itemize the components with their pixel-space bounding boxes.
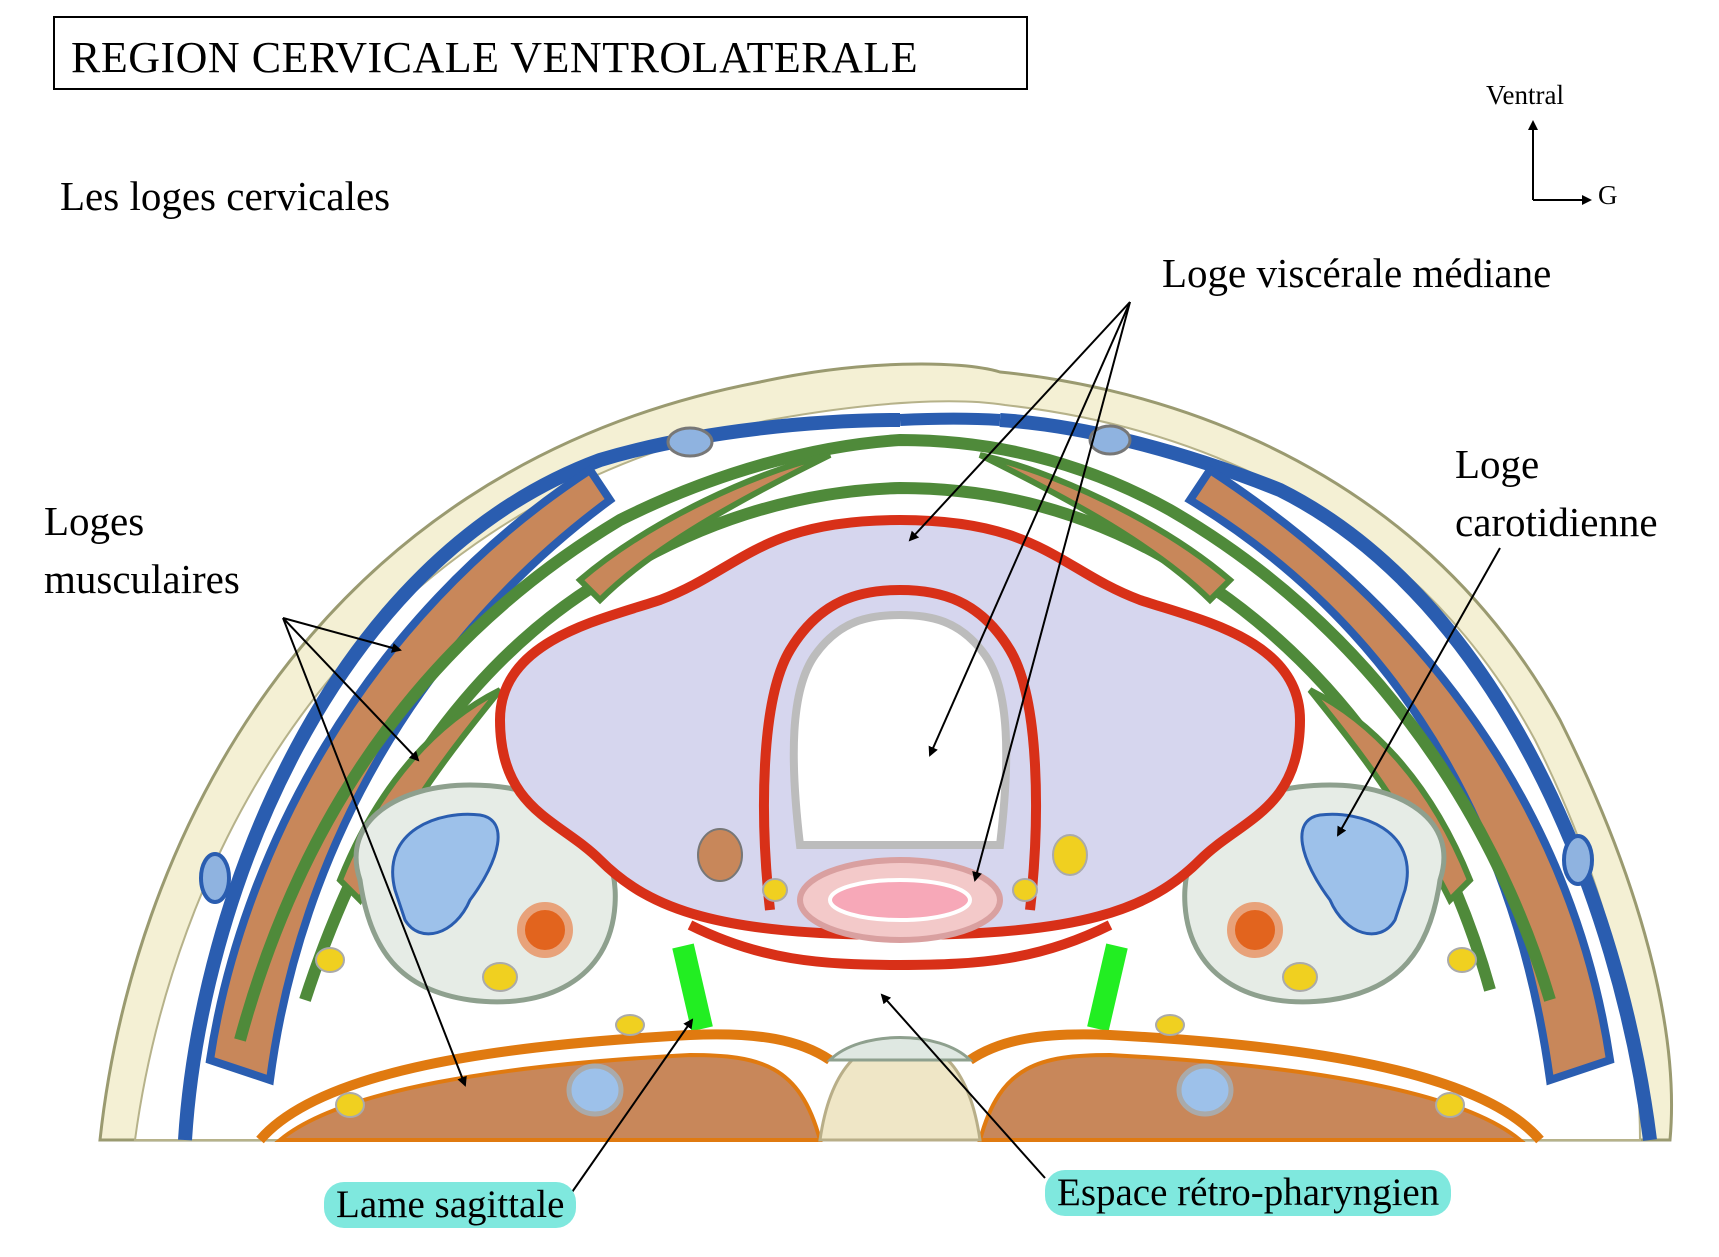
lame-sagittale-left [672,943,713,1032]
label-loge-carotidienne-line1: Loge [1455,441,1540,487]
vertebral-vessel-right [1176,1063,1234,1117]
vessel-jugular-anterior-left [666,426,714,458]
carotid-sheath-right [1182,782,1447,1005]
vessel-ext-jugular-left [199,852,231,904]
visceral-posterior-border [687,920,1113,971]
middle-fascia-outer [234,433,1556,1042]
label-loge-carotidienne-line2: carotidienne [1455,499,1658,545]
orientation-left-label: G [1598,180,1618,210]
label-espace-retro-pharyngien: Espace rétro-pharyngien [1045,1170,1452,1216]
annotation-arrows [282,301,1501,1196]
label-lame-sagittale: Lame sagittale [324,1182,577,1228]
lame-sagittale-right [1087,943,1128,1032]
deep-nerve-left [615,1014,645,1036]
vessel-ext-jugular-right [1562,834,1594,886]
deep-nerve-right-3 [1447,947,1477,973]
title-box: REGION CERVICALE VENTROLATERALE [53,16,1028,90]
page-title: REGION CERVICALE VENTROLATERALE [71,33,919,82]
vessel-jugular-anterior-right [1088,424,1132,456]
deep-nerve-left-2 [335,1092,365,1118]
subtitle: Les loges cervicales [60,173,391,219]
parathyroid-left [697,828,743,882]
parathyroid-right [1052,834,1088,876]
muscle-infrahyoid-right [978,452,1235,605]
prevertebral-fascia-left [256,1029,833,1144]
middle-fascia-inner [299,481,1496,1002]
muscle-infrahyoid-left [575,452,832,605]
superficial-fascia-left [178,413,901,1141]
label-loge-viscerale: Loge viscérale médiane [1162,250,1552,296]
trachea-sheath [759,584,1041,911]
deep-nerve-right-2 [1435,1092,1465,1118]
vertebral-vessel-left [566,1063,624,1117]
orientation-compass [1528,120,1592,205]
trachea [789,610,1011,849]
label-loges-musculaires-line2: musculaires [44,556,240,602]
nerve-recurrent-right [1012,878,1038,902]
deep-nerve-right [1155,1014,1185,1036]
carotid-sheath-left [353,782,618,1005]
label-loges-musculaires-line1: Loges [44,498,145,544]
deep-nerve-left-3 [315,947,345,973]
orientation-ventral-label: Ventral [1486,80,1564,110]
nerve-recurrent-left [762,878,788,902]
prevertebral-fascia-right [967,1029,1544,1144]
